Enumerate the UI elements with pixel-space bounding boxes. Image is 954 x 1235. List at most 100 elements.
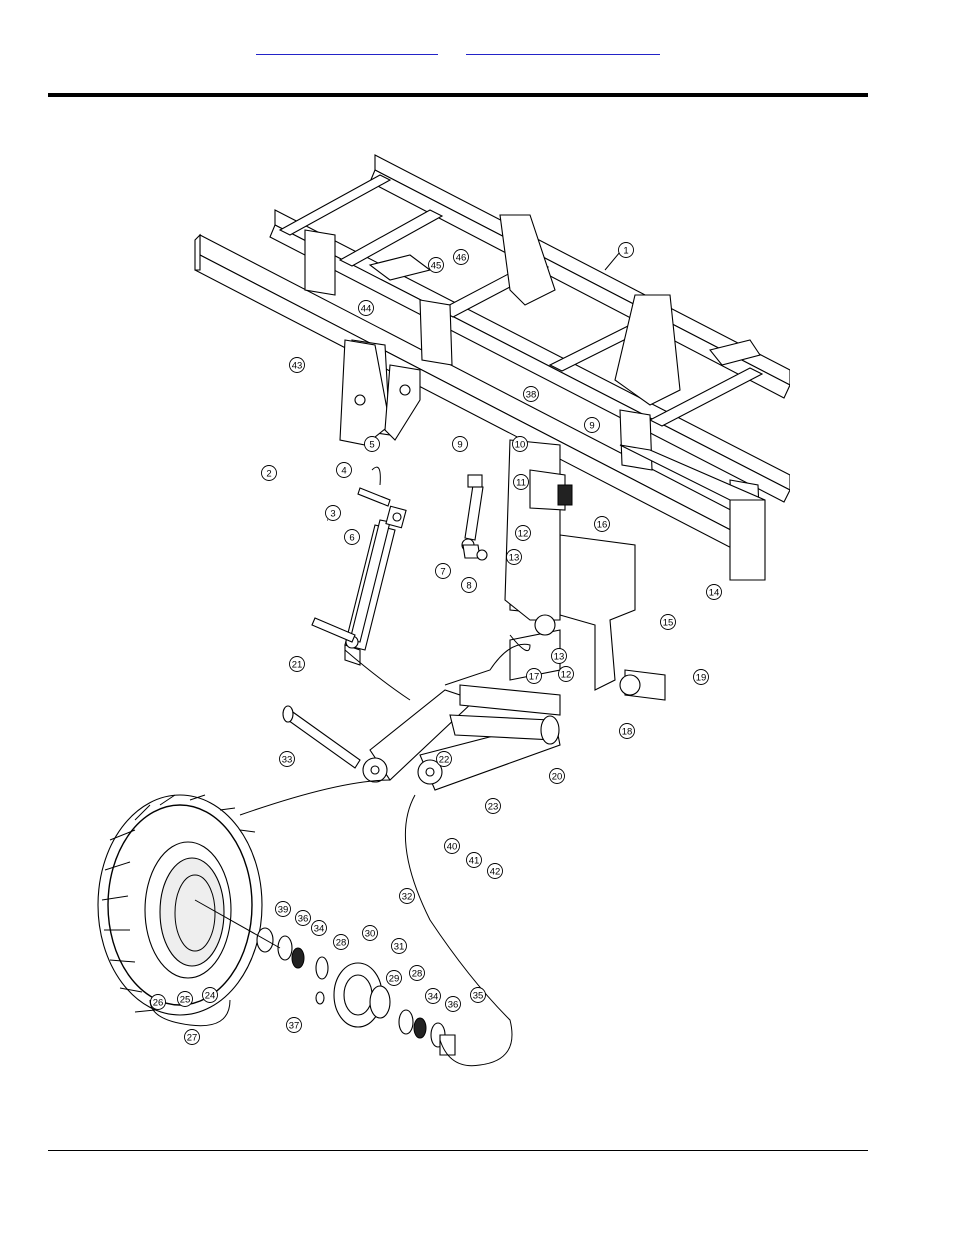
callout-46: 46 <box>454 250 469 265</box>
callout-27: 27 <box>185 1030 200 1045</box>
callout-2: 2 <box>262 466 277 481</box>
callout-39: 39 <box>276 902 291 917</box>
svg-text:42: 42 <box>490 867 501 878</box>
header-rule <box>48 93 868 97</box>
svg-text:36: 36 <box>298 914 309 925</box>
callout-18: 18 <box>620 724 635 739</box>
callout-7: 7 <box>436 564 451 579</box>
callout-12a: 12 <box>516 526 531 541</box>
header-links <box>0 40 954 60</box>
callout-33: 33 <box>280 752 295 767</box>
svg-text:12: 12 <box>561 670 572 681</box>
callout-23: 23 <box>486 799 501 814</box>
callout-34a: 34 <box>312 921 327 936</box>
callout-19: 19 <box>694 670 709 685</box>
callout-8: 8 <box>462 578 477 593</box>
svg-text:33: 33 <box>282 755 293 766</box>
callout-44: 44 <box>359 301 374 316</box>
svg-text:31: 31 <box>394 942 405 953</box>
svg-text:20: 20 <box>552 772 563 783</box>
svg-text:43: 43 <box>292 361 303 372</box>
callout-11: 11 <box>514 475 529 490</box>
svg-text:29: 29 <box>389 974 400 985</box>
callout-15: 15 <box>661 615 676 630</box>
callout-34b: 34 <box>426 989 441 1004</box>
callout-38: 38 <box>524 387 539 402</box>
header-link-1[interactable] <box>256 40 438 55</box>
callout-17: 17 <box>527 669 542 684</box>
svg-text:40: 40 <box>447 842 458 853</box>
tire-and-wheel <box>98 795 262 1015</box>
callout-28b: 28 <box>410 966 425 981</box>
svg-text:25: 25 <box>180 995 191 1006</box>
svg-text:16: 16 <box>597 520 608 531</box>
svg-text:38: 38 <box>526 390 537 401</box>
svg-text:24: 24 <box>205 991 216 1002</box>
svg-text:30: 30 <box>365 929 376 940</box>
callout-40: 40 <box>445 839 460 854</box>
svg-text:22: 22 <box>439 755 450 766</box>
callout-9a: 9 <box>453 437 468 452</box>
callout-13b: 13 <box>552 649 567 664</box>
svg-text:8: 8 <box>466 581 471 592</box>
svg-text:17: 17 <box>529 672 540 683</box>
callout-3: 3 <box>326 506 341 521</box>
wheel-arm-assembly <box>283 525 665 790</box>
callout-30: 30 <box>363 926 378 941</box>
svg-text:23: 23 <box>488 802 499 813</box>
svg-text:28: 28 <box>336 938 347 949</box>
svg-text:6: 6 <box>349 533 354 544</box>
svg-text:7: 7 <box>440 567 445 578</box>
callout-36b: 36 <box>446 997 461 1012</box>
callout-31: 31 <box>392 939 407 954</box>
callout-25: 25 <box>178 992 193 1007</box>
callout-24: 24 <box>203 988 218 1003</box>
svg-text:32: 32 <box>402 892 413 903</box>
svg-text:14: 14 <box>709 588 720 599</box>
callout-12b: 12 <box>559 667 574 682</box>
svg-text:9: 9 <box>589 421 594 432</box>
svg-text:45: 45 <box>431 261 442 272</box>
svg-text:21: 21 <box>292 660 303 671</box>
callout-16: 16 <box>595 517 610 532</box>
svg-text:10: 10 <box>515 440 526 451</box>
svg-text:18: 18 <box>622 727 633 738</box>
svg-text:44: 44 <box>361 304 372 315</box>
callout-36a: 36 <box>296 911 311 926</box>
callout-43: 43 <box>290 358 305 373</box>
svg-text:35: 35 <box>473 991 484 1002</box>
frame-assembly <box>195 155 790 580</box>
svg-text:3: 3 <box>330 509 335 520</box>
callout-45: 45 <box>429 258 444 273</box>
callout-26: 26 <box>151 995 166 1010</box>
svg-text:15: 15 <box>663 618 674 629</box>
svg-text:13: 13 <box>554 652 565 663</box>
svg-text:28: 28 <box>412 969 423 980</box>
callout-29: 29 <box>387 971 402 986</box>
footer-rule <box>48 1150 868 1151</box>
parts-exploded-diagram: 1 2 3 4 5 6 7 8 9 9 10 11 12 12 13 13 14… <box>90 140 790 1080</box>
callout-41: 41 <box>467 853 482 868</box>
callout-37: 37 <box>287 1018 302 1033</box>
svg-text:46: 46 <box>456 253 467 264</box>
svg-text:41: 41 <box>469 856 480 867</box>
svg-text:36: 36 <box>448 1000 459 1011</box>
svg-text:27: 27 <box>187 1033 198 1044</box>
svg-text:34: 34 <box>314 924 325 935</box>
callout-13a: 13 <box>507 550 522 565</box>
svg-text:4: 4 <box>341 466 346 477</box>
callout-28a: 28 <box>334 935 349 950</box>
callout-1: 1 <box>605 243 634 271</box>
callout-6: 6 <box>345 530 360 545</box>
callout-14: 14 <box>707 585 722 600</box>
header-link-2[interactable] <box>466 40 660 55</box>
svg-text:39: 39 <box>278 905 289 916</box>
svg-text:12: 12 <box>518 529 529 540</box>
callout-20: 20 <box>550 769 565 784</box>
svg-text:11: 11 <box>516 478 526 489</box>
callout-42: 42 <box>488 864 503 879</box>
svg-text:26: 26 <box>153 998 164 1009</box>
callout-9b: 9 <box>585 418 600 433</box>
callout-21: 21 <box>290 657 305 672</box>
callout-32: 32 <box>400 889 415 904</box>
